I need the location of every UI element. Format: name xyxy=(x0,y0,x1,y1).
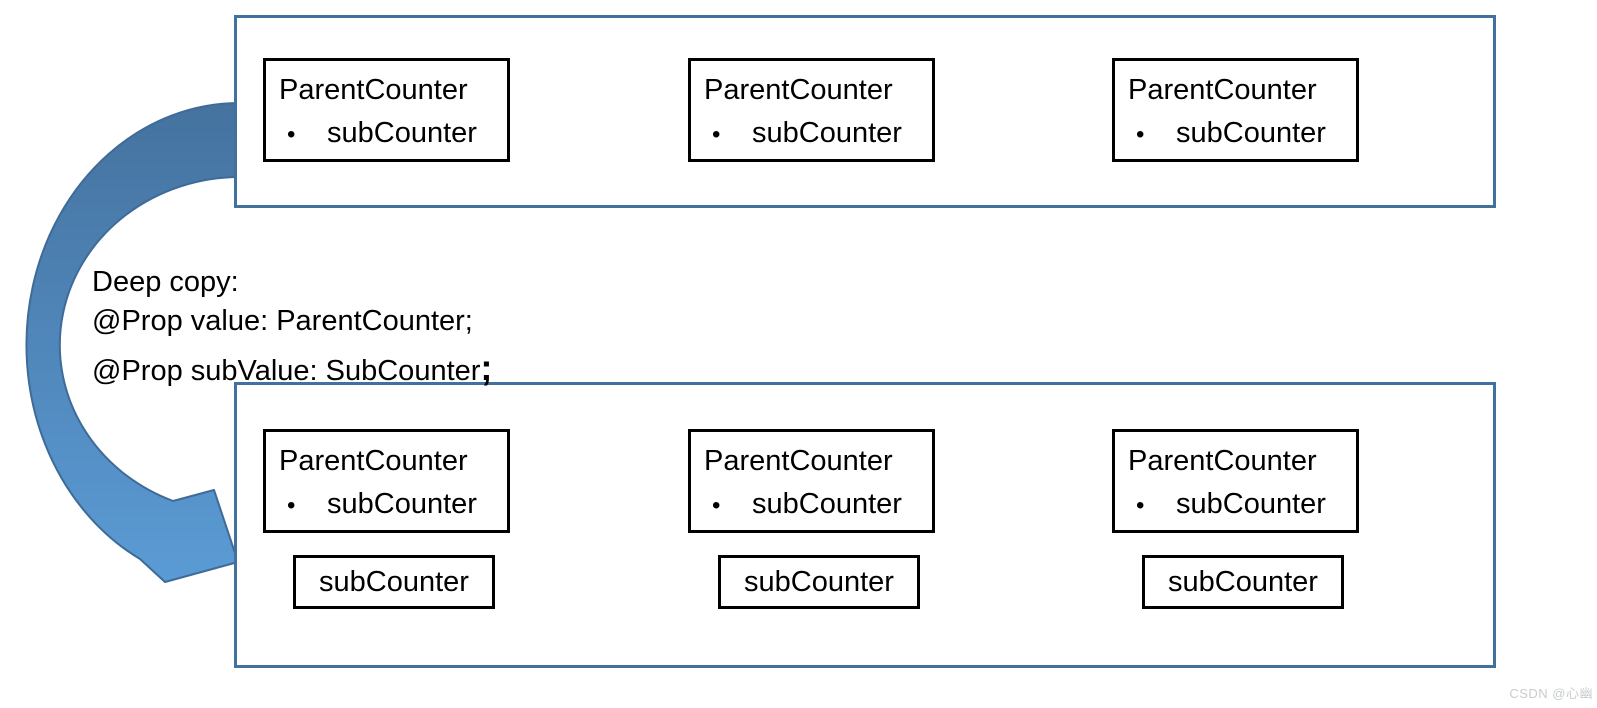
card-title: ParentCounter xyxy=(1128,445,1317,477)
card-bullet-item: • subCounter xyxy=(279,483,507,527)
bullet-icon: • xyxy=(1136,492,1145,519)
bullet-icon: • xyxy=(287,121,296,148)
csdn-watermark: CSDN @心幽 xyxy=(1509,686,1593,701)
parent-counter-card: ParentCounter • subCounter xyxy=(1112,58,1359,162)
card-bullet-item: • subCounter xyxy=(1128,112,1356,156)
deep-copy-arrow-icon xyxy=(25,101,241,583)
card-title: ParentCounter xyxy=(279,74,468,106)
card-title: ParentCounter xyxy=(279,445,468,477)
card-bullet-item: • subCounter xyxy=(704,483,932,527)
parent-counter-card: ParentCounter • subCounter xyxy=(1112,429,1359,533)
sub-counter-box: subCounter xyxy=(718,555,920,609)
card-title: ParentCounter xyxy=(704,74,893,106)
card-item-label: subCounter xyxy=(1176,117,1326,149)
top-group-box: ParentCounter • subCounter ParentCounter… xyxy=(234,15,1496,208)
bullet-icon: • xyxy=(712,492,721,519)
annotation-line: @Prop value: ParentCounter; xyxy=(92,305,473,337)
annotation-line: Deep copy: xyxy=(92,266,239,298)
card-item-label: subCounter xyxy=(327,117,477,149)
card-bullet-item: • subCounter xyxy=(279,112,507,156)
parent-counter-card: ParentCounter • subCounter xyxy=(688,58,935,162)
card-bullet-item: • subCounter xyxy=(1128,483,1356,527)
bullet-icon: • xyxy=(287,492,296,519)
deep-copy-annotation: Deep copy: @Prop value: ParentCounter; @… xyxy=(92,263,492,391)
card-title: ParentCounter xyxy=(1128,74,1317,106)
parent-counter-card: ParentCounter • subCounter xyxy=(263,58,510,162)
annotation-line-text: @Prop subValue: SubCounter xyxy=(92,355,481,387)
card-item-label: subCounter xyxy=(327,488,477,520)
card-title: ParentCounter xyxy=(704,445,893,477)
card-item-label: subCounter xyxy=(752,488,902,520)
annotation-semicolon: ; xyxy=(480,347,493,388)
bullet-icon: • xyxy=(712,121,721,148)
card-bullet-item: • subCounter xyxy=(704,112,932,156)
bullet-icon: • xyxy=(1136,121,1145,148)
card-item-label: subCounter xyxy=(1176,488,1326,520)
parent-counter-card: ParentCounter • subCounter xyxy=(263,429,510,533)
sub-counter-box: subCounter xyxy=(293,555,495,609)
parent-counter-card: ParentCounter • subCounter xyxy=(688,429,935,533)
sub-counter-box: subCounter xyxy=(1142,555,1344,609)
card-item-label: subCounter xyxy=(752,117,902,149)
bottom-group-box: ParentCounter • subCounter ParentCounter… xyxy=(234,382,1496,668)
annotation-line: @Prop subValue: SubCounter; xyxy=(92,348,492,391)
